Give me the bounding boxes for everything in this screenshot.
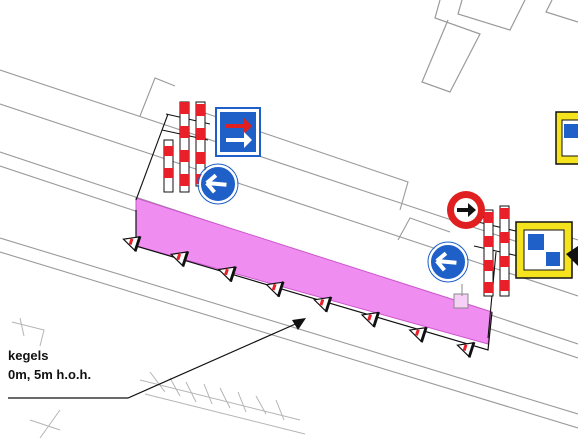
traffic-cone-icon [408, 326, 428, 343]
traffic-cone-icon [169, 251, 190, 267]
traffic-cone-icon [360, 311, 380, 328]
keep-left-sign-icon [197, 163, 239, 205]
traffic-cone-icon [217, 266, 237, 283]
building-hatch [11, 317, 306, 439]
arrow-board-trailer-icon [515, 221, 578, 279]
work-zone-boundary [135, 210, 493, 351]
traffic-cone-icon [456, 341, 476, 358]
right-barrier-bars [483, 205, 510, 297]
building-outline [421, 0, 578, 93]
callout-title: kegels [8, 348, 49, 363]
lane-shift-sign-icon [215, 107, 261, 157]
arrow-board-trailer-top-icon [555, 111, 578, 165]
small-marker-box [453, 293, 469, 309]
callout-spacing: 0m, 5m h.o.h. [8, 367, 92, 382]
left-barrier-bars [163, 101, 206, 193]
traffic-cone-icon [122, 235, 142, 252]
callout-leader [8, 318, 306, 399]
traffic-cone-icon [313, 296, 333, 313]
keep-right-sign-icon [427, 241, 469, 283]
no-overtaking-sign-icon [447, 191, 485, 229]
traffic-cones [122, 235, 476, 358]
traffic-cone-icon [265, 281, 285, 298]
cone-callout: kegels 0m, 5m h.o.h. [8, 346, 128, 384]
